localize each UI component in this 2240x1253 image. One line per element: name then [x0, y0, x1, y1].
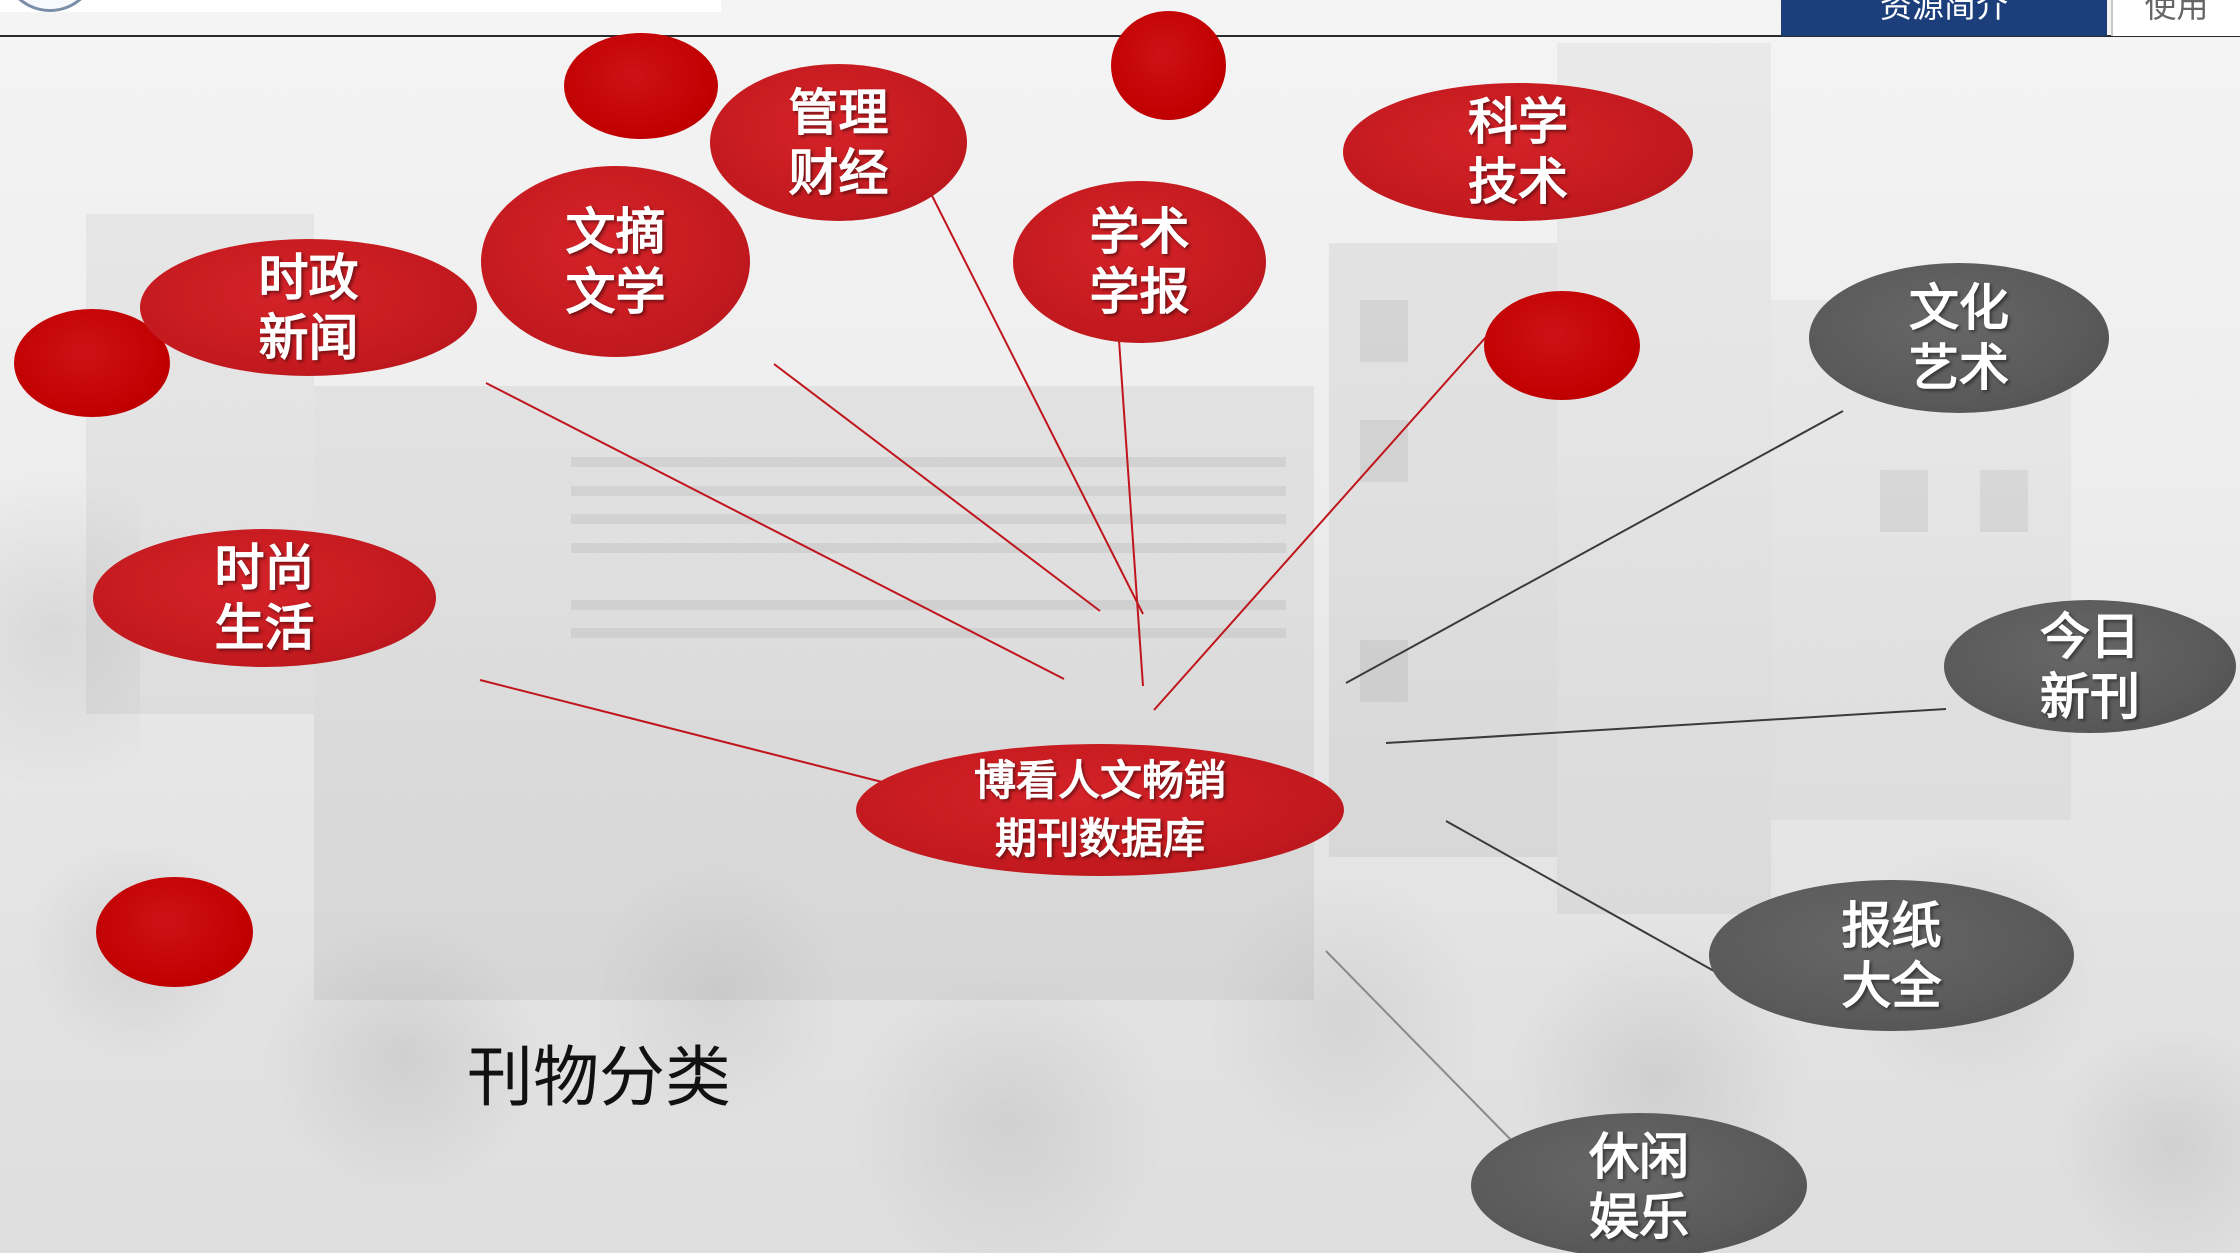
category-label: 科学 — [1468, 93, 1568, 151]
category-today-new[interactable]: 今日 新刊 — [1944, 600, 2236, 733]
category-newspapers[interactable]: 报纸 大全 — [1709, 880, 2074, 1031]
category-label: 休闲 — [1589, 1128, 1689, 1186]
category-label: 娱乐 — [1589, 1188, 1689, 1246]
logo-strip — [0, 0, 721, 12]
category-label: 文摘 — [565, 202, 666, 261]
category-label: 艺术 — [1909, 339, 2009, 397]
category-label: 时尚 — [214, 539, 315, 597]
category-label: 学报 — [1089, 263, 1190, 321]
decorative-ellipse — [1484, 291, 1640, 400]
decorative-ellipse — [564, 33, 718, 139]
category-politics-news[interactable]: 时政 新闻 — [140, 239, 477, 376]
tab-label: 资源简介 — [1879, 0, 2008, 25]
category-science-technology[interactable]: 科学 技术 — [1343, 83, 1693, 221]
decorative-ellipse — [96, 877, 253, 987]
hub-label: 博看人文畅销 — [973, 756, 1226, 805]
connector-news — [485, 382, 1065, 680]
category-label: 时政 — [258, 248, 359, 307]
tab-resource-intro[interactable]: 资源简介 — [1781, 0, 2107, 36]
category-leisure-entertainment[interactable]: 休闲 娱乐 — [1471, 1113, 1807, 1253]
hub-database-node[interactable]: 博看人文畅销 期刊数据库 — [856, 744, 1344, 876]
connector-art — [1345, 410, 1844, 684]
hub-label: 期刊数据库 — [994, 814, 1205, 863]
connector-newspaper — [1445, 820, 1715, 972]
category-label: 大全 — [1841, 956, 1942, 1015]
category-label: 报纸 — [1841, 896, 1942, 955]
category-label: 文化 — [1909, 279, 2009, 337]
connector-today — [1385, 708, 1947, 744]
category-label: 今日 — [2040, 607, 2140, 666]
decorative-ellipse — [14, 309, 170, 417]
category-culture-art[interactable]: 文化 艺术 — [1809, 263, 2109, 413]
category-label: 新闻 — [258, 308, 359, 367]
category-label: 文学 — [565, 262, 666, 321]
tab-label: 使用 — [2144, 0, 2209, 25]
decorative-ellipse — [1111, 11, 1226, 120]
category-label: 学术 — [1089, 203, 1190, 261]
connector-management — [913, 159, 1144, 615]
category-label: 新刊 — [2040, 667, 2140, 726]
connector-leisure — [1325, 950, 1515, 1144]
category-digest-literature[interactable]: 文摘 文学 — [481, 166, 750, 357]
tab-usage[interactable]: 使用 — [2111, 0, 2240, 36]
connector-lifestyle — [479, 679, 887, 784]
category-fashion-life[interactable]: 时尚 生活 — [93, 529, 436, 667]
category-label: 管理 — [788, 83, 889, 142]
category-academic-journals[interactable]: 学术 学报 — [1013, 181, 1266, 343]
connector-digest — [773, 363, 1101, 612]
connector-academic — [1118, 339, 1144, 687]
category-label: 生活 — [214, 599, 315, 657]
connector-blank — [1153, 336, 1487, 711]
category-label: 财经 — [788, 143, 889, 202]
category-management-finance[interactable]: 管理 财经 — [710, 64, 967, 221]
page-title: 刊物分类 — [467, 1039, 731, 1116]
category-label: 技术 — [1468, 153, 1568, 211]
